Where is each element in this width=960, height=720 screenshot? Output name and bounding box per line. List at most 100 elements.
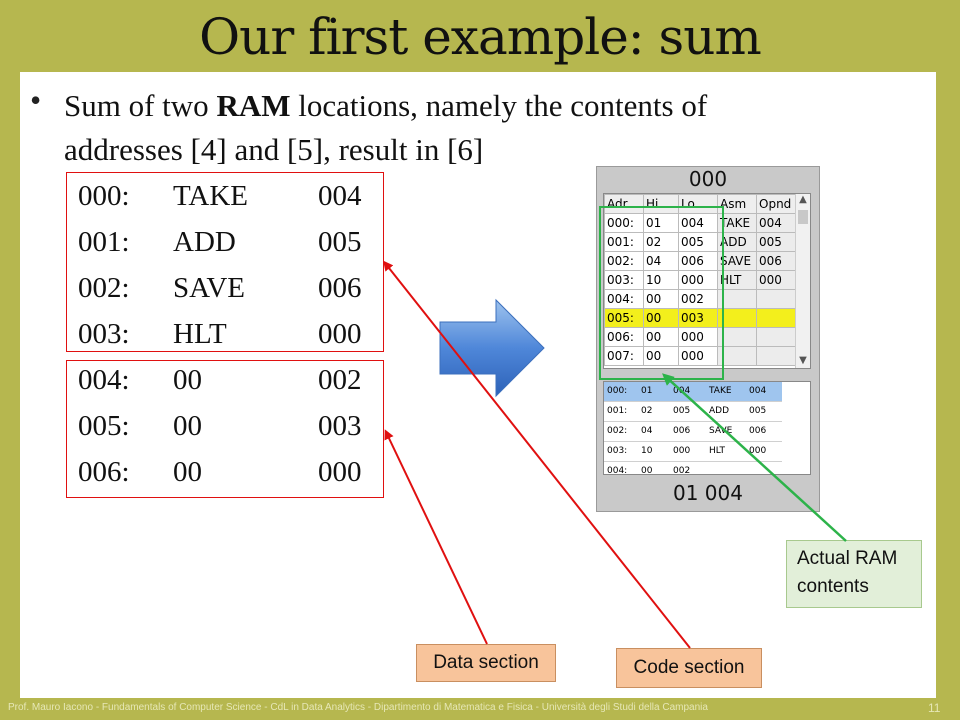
program-cell-asm bbox=[706, 461, 746, 474]
memory-column-header[interactable]: Asm bbox=[717, 194, 757, 214]
code-op: 00 bbox=[173, 364, 202, 396]
bullet-icon: • bbox=[30, 82, 42, 118]
memory-scrollbar[interactable]: ▲ ▼ bbox=[795, 194, 810, 368]
code-line: 003: HLT 000 bbox=[78, 312, 378, 356]
program-cell-hi: 00 bbox=[638, 461, 670, 474]
bullet-text-part: Sum of two bbox=[64, 88, 217, 123]
actual-ram-label: Actual RAM contents bbox=[786, 540, 922, 608]
bullet-text-ram: RAM bbox=[216, 88, 291, 123]
code-addr: 004: bbox=[78, 364, 130, 396]
memory-cell-asm: SAVE bbox=[717, 251, 757, 271]
memory-cell-opnd: 005 bbox=[756, 232, 796, 252]
program-cell-hi: 01 bbox=[638, 382, 670, 402]
program-cell-opnd: 005 bbox=[746, 401, 782, 422]
code-line: 004: 00 002 bbox=[78, 358, 378, 402]
scroll-thumb[interactable] bbox=[798, 210, 808, 224]
memory-cell-asm bbox=[717, 308, 757, 328]
code-line: 005: 00 003 bbox=[78, 404, 378, 448]
scroll-up-icon[interactable]: ▲ bbox=[799, 194, 807, 205]
memory-cell-asm bbox=[717, 289, 757, 309]
code-op: 00 bbox=[173, 410, 202, 442]
code-op: 00 bbox=[173, 456, 202, 488]
code-addr: 003: bbox=[78, 318, 130, 350]
code-line: 002: SAVE 006 bbox=[78, 266, 378, 310]
program-cell-asm: HLT bbox=[706, 441, 746, 462]
data-section-label: Data section bbox=[416, 644, 556, 682]
program-cell-lo: 005 bbox=[670, 401, 706, 422]
program-cell-opnd: 006 bbox=[746, 421, 782, 442]
program-cell-hi: 02 bbox=[638, 401, 670, 422]
actual-ram-label-line1: Actual RAM bbox=[797, 548, 898, 569]
bullet-text-part: addresses [4] and [5], result in [6] bbox=[64, 132, 484, 167]
code-val: 003 bbox=[318, 410, 362, 442]
slide-footer: Prof. Mauro Iacono - Fundamentals of Com… bbox=[8, 702, 708, 713]
program-cell-adr: 004: bbox=[604, 461, 638, 474]
memory-cell-opnd bbox=[756, 327, 796, 347]
code-op: SAVE bbox=[173, 272, 245, 304]
memory-cell-lo: 004 bbox=[678, 213, 718, 233]
code-op: TAKE bbox=[173, 180, 248, 212]
memory-column-header[interactable]: Opnd bbox=[756, 194, 796, 214]
code-val: 002 bbox=[318, 364, 362, 396]
page-number: 11 bbox=[928, 701, 941, 715]
data-section-box bbox=[66, 360, 384, 498]
memory-cell-opnd bbox=[756, 308, 796, 328]
bullet-text: Sum of two RAM locations, namely the con… bbox=[64, 84, 864, 172]
program-cell-lo: 002 bbox=[670, 461, 706, 474]
memory-cell-opnd: 000 bbox=[756, 270, 796, 290]
memory-cell-opnd bbox=[756, 289, 796, 309]
slide-content: • Sum of two RAM locations, namely the c… bbox=[20, 72, 936, 698]
code-addr: 001: bbox=[78, 226, 130, 258]
memory-cell-asm: HLT bbox=[717, 270, 757, 290]
ram-contents-highlight bbox=[599, 206, 724, 380]
program-cell-lo: 006 bbox=[670, 421, 706, 442]
program-cell-asm: SAVE bbox=[706, 421, 746, 442]
code-val: 005 bbox=[318, 226, 362, 258]
program-cell-asm: TAKE bbox=[706, 382, 746, 402]
emulator-bottom-value: 01 004 bbox=[673, 481, 743, 505]
code-val: 000 bbox=[318, 318, 362, 350]
program-cell-adr: 003: bbox=[604, 441, 638, 462]
memory-cell-opnd: 004 bbox=[756, 213, 796, 233]
program-cell-opnd: 000 bbox=[746, 441, 782, 462]
scroll-down-icon[interactable]: ▼ bbox=[799, 355, 807, 366]
code-op: ADD bbox=[173, 226, 236, 258]
code-addr: 002: bbox=[78, 272, 130, 304]
program-cell-opnd: 004 bbox=[746, 382, 782, 402]
actual-ram-label-line2: contents bbox=[797, 576, 869, 597]
code-val: 000 bbox=[318, 456, 362, 488]
program-cell-hi: 04 bbox=[638, 421, 670, 442]
program-cell-adr: 001: bbox=[604, 401, 638, 422]
program-cell-opnd bbox=[746, 461, 782, 474]
memory-cell-asm: ADD bbox=[717, 232, 757, 252]
program-cell-adr: 000: bbox=[604, 382, 638, 402]
code-op: HLT bbox=[173, 318, 227, 350]
code-line: 000: TAKE 004 bbox=[78, 174, 378, 218]
program-cell-lo: 004 bbox=[670, 382, 706, 402]
program-cell-lo: 000 bbox=[670, 441, 706, 462]
emulator-top-value: 000 bbox=[688, 167, 728, 191]
memory-cell-opnd: 006 bbox=[756, 251, 796, 271]
code-section-label: Code section bbox=[616, 648, 762, 688]
code-line: 001: ADD 005 bbox=[78, 220, 378, 264]
memory-cell-opnd bbox=[756, 346, 796, 366]
code-addr: 000: bbox=[78, 180, 130, 212]
code-val: 004 bbox=[318, 180, 362, 212]
program-cell-adr: 002: bbox=[604, 421, 638, 442]
bullet-text-part: locations, namely the contents of bbox=[290, 88, 708, 123]
code-val: 006 bbox=[318, 272, 362, 304]
code-addr: 005: bbox=[78, 410, 130, 442]
code-addr: 006: bbox=[78, 456, 130, 488]
memory-cell-adr: 000: bbox=[604, 213, 644, 233]
program-cell-asm: ADD bbox=[706, 401, 746, 422]
code-section-box bbox=[66, 172, 384, 352]
program-cell-hi: 10 bbox=[638, 441, 670, 462]
